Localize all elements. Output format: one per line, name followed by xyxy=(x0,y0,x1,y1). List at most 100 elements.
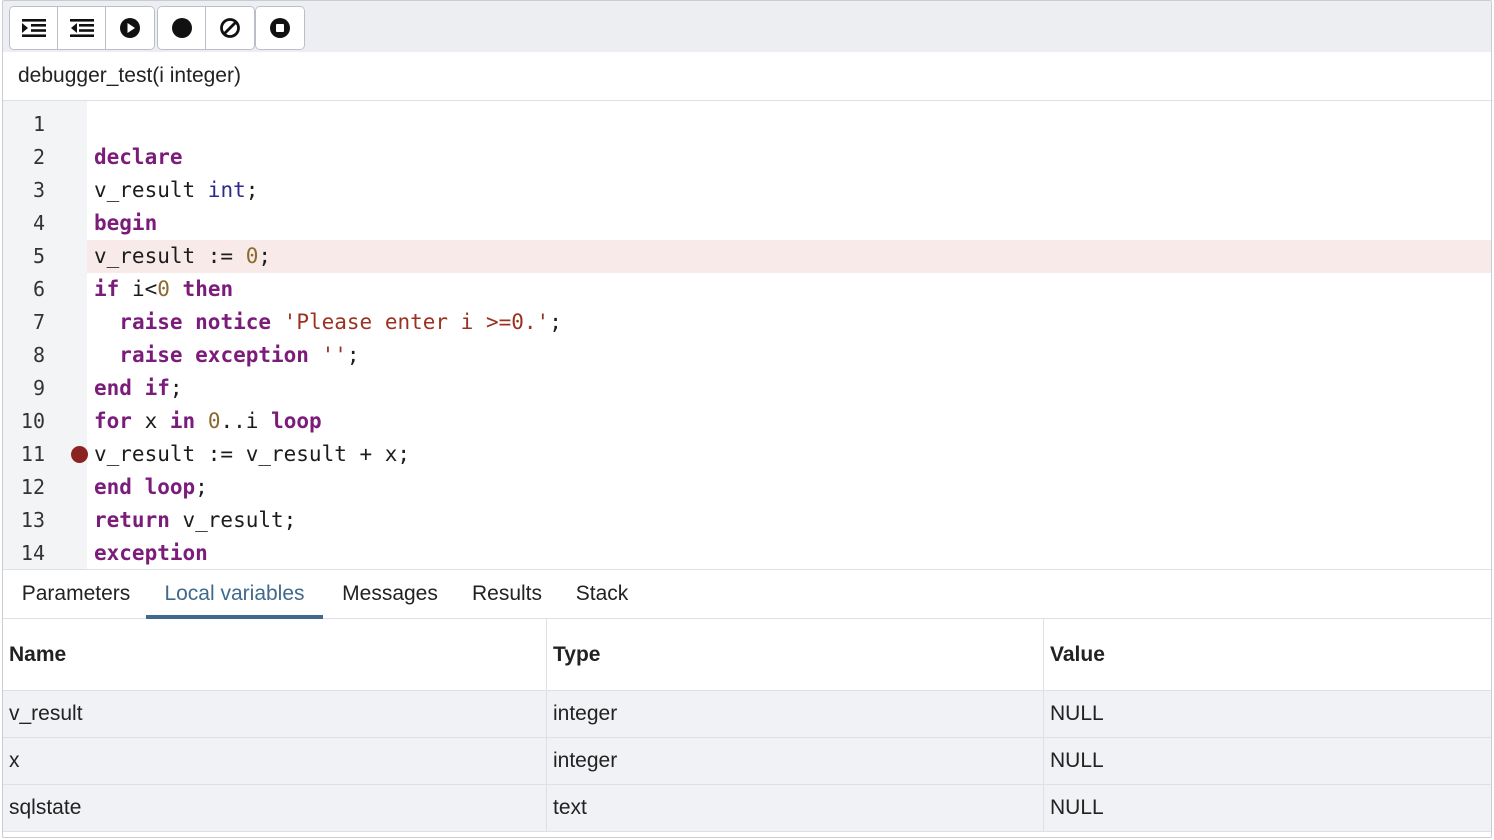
line-number-gutter[interactable] xyxy=(3,101,87,569)
code-line[interactable]: 4 begin xyxy=(3,207,1491,240)
cell-name: x xyxy=(3,738,547,784)
step-over-icon xyxy=(69,19,94,37)
code-token: ; xyxy=(549,310,562,334)
code-token: ; xyxy=(245,178,259,202)
tab-messages[interactable]: Messages xyxy=(342,582,438,605)
code-token: raise exception xyxy=(119,343,309,367)
code-line[interactable]: 8 raise exception ''; xyxy=(3,339,1491,372)
step-into-icon xyxy=(21,19,46,37)
cell-name: sqlstate xyxy=(3,785,547,831)
code-line[interactable]: 1 xyxy=(3,108,1491,141)
code-line[interactable]: 9 end if; xyxy=(3,372,1491,405)
cell-value[interactable]: NULL xyxy=(1050,702,1104,725)
code-text: if i<0 then xyxy=(94,273,233,306)
code-token xyxy=(271,310,284,334)
stop-icon xyxy=(270,18,290,38)
continue-icon xyxy=(120,18,140,38)
cell-value[interactable]: NULL xyxy=(1050,796,1104,819)
line-number: 11 xyxy=(20,442,45,466)
clear-breakpoints-icon xyxy=(220,18,240,38)
clear-breakpoints-button[interactable] xyxy=(206,7,254,49)
code-text: declare xyxy=(94,141,183,174)
line-number: 5 xyxy=(32,244,45,268)
code-text: v_result := v_result + x; xyxy=(94,438,410,471)
code-token: i< xyxy=(119,277,158,301)
stop-button[interactable] xyxy=(256,7,304,49)
step-over-button[interactable] xyxy=(58,7,106,49)
code-token: end if xyxy=(94,376,170,400)
code-token: if xyxy=(94,277,120,301)
code-text: for x in 0..i loop xyxy=(94,405,322,438)
divider xyxy=(3,100,1491,101)
tab-results[interactable]: Results xyxy=(471,582,543,605)
code-token: ..i xyxy=(220,409,272,433)
code-token: 0 xyxy=(245,244,259,268)
code-token: ; xyxy=(195,475,208,499)
line-number: 14 xyxy=(20,541,45,565)
code-token: then xyxy=(182,277,234,301)
line-number: 7 xyxy=(32,310,45,334)
code-token: ; xyxy=(169,376,183,400)
column-header-name[interactable]: Name xyxy=(3,619,547,690)
line-number: 1 xyxy=(32,112,45,136)
code-line[interactable]: 14 exception xyxy=(3,537,1491,569)
code-token: loop xyxy=(271,409,322,433)
table-row[interactable]: v_result integer NULL xyxy=(3,691,1491,738)
table-row[interactable]: sqlstate text NULL xyxy=(3,785,1491,832)
cell-type: text xyxy=(547,785,1044,831)
code-text: v_result int; xyxy=(94,174,258,207)
code-token: declare xyxy=(94,145,183,169)
local-variables-table: Name Type Value v_result integer NULL x … xyxy=(3,619,1491,837)
code-token: '' xyxy=(321,343,347,367)
breakpoint-marker-icon[interactable] xyxy=(71,446,88,463)
debugger-toolbar xyxy=(3,1,1491,52)
line-number: 8 xyxy=(32,343,45,367)
code-line[interactable]: 7 raise notice 'Please enter i >=0.'; xyxy=(3,306,1491,339)
function-signature: debugger_test(i integer) xyxy=(18,64,241,87)
continue-button[interactable] xyxy=(106,7,154,49)
code-text: end loop; xyxy=(94,471,208,504)
code-token: in xyxy=(169,409,196,433)
table-row[interactable]: x integer NULL xyxy=(3,738,1491,785)
code-text: exception xyxy=(94,537,208,569)
code-line[interactable]: 2 declare xyxy=(3,141,1491,174)
code-token: begin xyxy=(94,211,158,235)
code-line[interactable]: 11 v_result := v_result + x; xyxy=(3,438,1491,471)
column-header-type[interactable]: Type xyxy=(547,619,1044,690)
line-number: 10 xyxy=(20,409,45,433)
toggle-breakpoint-button[interactable] xyxy=(158,7,206,49)
cell-name: v_result xyxy=(3,691,547,737)
table-header-row: Name Type Value xyxy=(3,619,1491,691)
code-text: raise exception ''; xyxy=(94,339,360,372)
tab-stack[interactable]: Stack xyxy=(575,582,629,605)
line-number: 2 xyxy=(32,145,45,169)
column-header-value[interactable]: Value xyxy=(1050,642,1105,666)
code-token: v_result := v_result + x; xyxy=(94,442,411,466)
line-number: 13 xyxy=(20,508,45,532)
code-line[interactable]: 10 for x in 0..i loop xyxy=(3,405,1491,438)
gutter-cell[interactable] xyxy=(3,240,87,273)
stepping-button-group xyxy=(9,6,155,50)
code-token: raise notice xyxy=(119,310,272,334)
step-into-button[interactable] xyxy=(10,7,58,49)
tab-parameters[interactable]: Parameters xyxy=(21,582,131,605)
cell-type: integer xyxy=(547,738,1044,784)
code-token: 0 xyxy=(207,409,221,433)
line-number: 4 xyxy=(32,211,45,235)
tab-local-variables[interactable]: Local variables xyxy=(146,570,323,619)
code-line[interactable]: 6 if i<0 then xyxy=(3,273,1491,306)
code-token: ; xyxy=(346,343,360,367)
code-token: v_result xyxy=(94,178,208,202)
cell-value[interactable]: NULL xyxy=(1050,749,1104,772)
line-number: 6 xyxy=(32,277,45,301)
code-token: v_result := xyxy=(94,244,246,268)
code-token xyxy=(309,343,322,367)
toggle-breakpoint-icon xyxy=(171,18,192,38)
line-number: 9 xyxy=(32,376,45,400)
